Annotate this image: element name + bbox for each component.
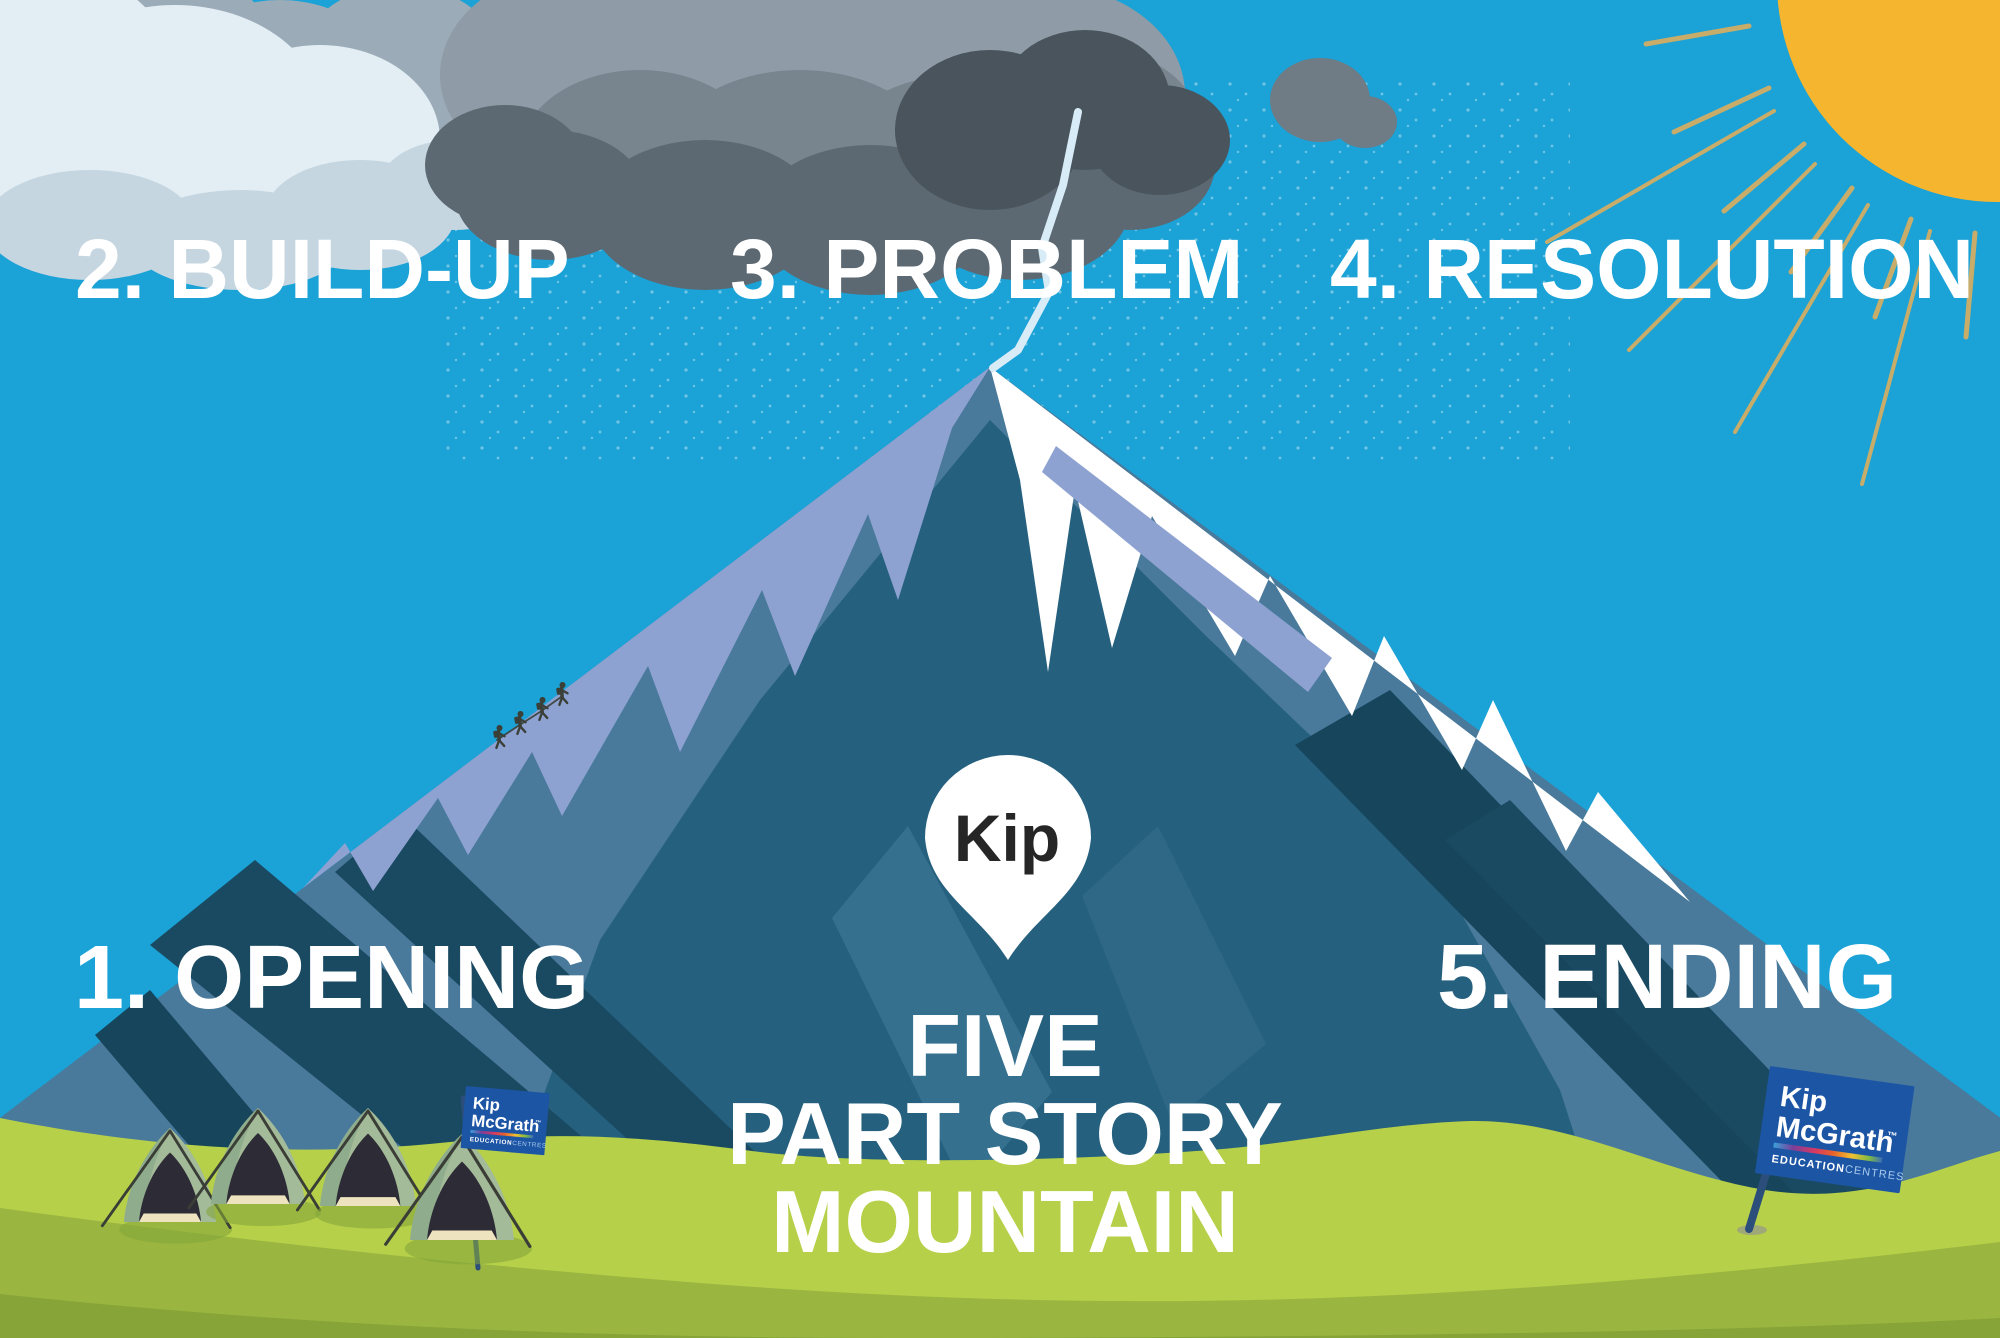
- svg-text:Kip: Kip: [472, 1094, 501, 1115]
- location-pin-icon: Kip: [925, 755, 1091, 960]
- pin-label: Kip: [954, 801, 1060, 875]
- stage-label-problem: 3. PROBLEM: [730, 222, 1243, 316]
- snow-cap: [303, 367, 1690, 902]
- svg-text:EDUCATIONCENTRES: EDUCATIONCENTRES: [469, 1136, 546, 1150]
- small-cloud-icon: [1270, 58, 1397, 148]
- snow-right-face: [990, 367, 1690, 902]
- stage-label-build-up: 2. BUILD-UP: [75, 222, 570, 316]
- title-line-2: PART STORY: [727, 1084, 1283, 1183]
- lightning-icon: [989, 108, 1082, 372]
- stage-label-ending: 5. ENDING: [1437, 926, 1897, 1028]
- grass-dark-band: [0, 1294, 2000, 1338]
- sun-icon: [1545, 0, 2000, 486]
- title-line-3: MOUNTAIN: [771, 1172, 1239, 1271]
- grass-mid-band: [0, 1208, 2000, 1338]
- title-line-1: FIVE: [907, 996, 1103, 1095]
- svg-text:Kip: Kip: [1778, 1081, 1829, 1119]
- sun-rays: [1545, 23, 1978, 486]
- stage-label-resolution: 4. RESOLUTION: [1330, 222, 1974, 316]
- svg-text:™: ™: [535, 1119, 541, 1126]
- storm-cloud-icon: [425, 0, 1230, 295]
- poster-title: FIVE PART STORY MOUNTAIN: [727, 996, 1283, 1271]
- snow-left-face: [303, 367, 990, 891]
- kip-mcgrath-flag-small: Kip McGrath ™ EDUCATIONCENTRES: [460, 1086, 550, 1156]
- stage-labels: 1. OPENING 2. BUILD-UP 3. PROBLEM 4. RES…: [74, 222, 1974, 1028]
- kip-mcgrath-flag-large: Kip McGrath ™ EDUCATIONCENTRES: [1737, 1066, 1915, 1235]
- svg-text:™: ™: [1886, 1130, 1898, 1142]
- snow-ridge-stripe: [1042, 446, 1332, 692]
- climbers-icon: [490, 679, 572, 750]
- stage-label-opening: 1. OPENING: [74, 928, 589, 1028]
- grass: [0, 1118, 2000, 1338]
